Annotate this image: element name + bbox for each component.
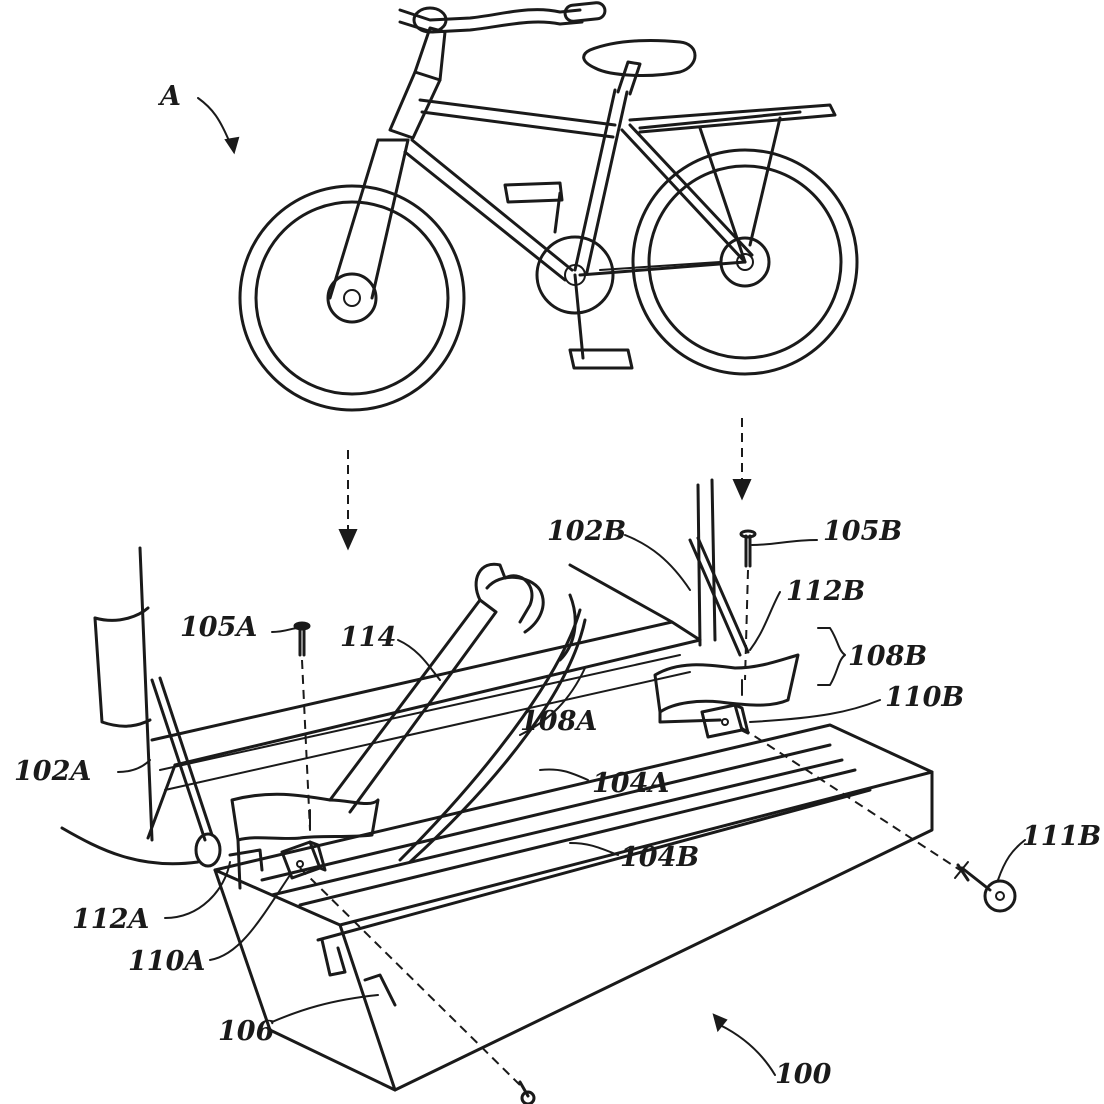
right-wall xyxy=(696,483,702,647)
bicycle xyxy=(238,1,859,412)
label-104A: 104A xyxy=(592,768,669,799)
bracket-110A xyxy=(280,840,327,880)
frame xyxy=(403,88,754,282)
label-110A: 110A xyxy=(128,946,205,977)
label-106: 106 xyxy=(218,1016,275,1047)
rail-104A xyxy=(260,743,832,882)
pin-105B xyxy=(739,529,757,681)
label-112A: 112A xyxy=(72,904,149,935)
drop-arrow-rear xyxy=(732,418,752,501)
label-102A: 102A xyxy=(14,756,91,787)
fork xyxy=(328,138,410,300)
drivetrain xyxy=(503,181,721,370)
saddle xyxy=(582,38,697,96)
rail-104B xyxy=(298,768,857,907)
label-114: 114 xyxy=(340,622,396,653)
rear-rack xyxy=(628,103,837,264)
pin-105A xyxy=(293,621,311,831)
drop-arrow-front xyxy=(338,450,358,551)
label-102B: 102B xyxy=(547,516,626,547)
lock-111A-partial xyxy=(518,1080,536,1104)
leader-lines xyxy=(117,97,1026,1076)
label-100: 100 xyxy=(775,1059,832,1090)
handlebar xyxy=(398,1,607,34)
dash-line-110A xyxy=(299,867,526,1091)
strap-102A xyxy=(60,676,222,868)
wheel-holder-108B xyxy=(653,653,800,724)
label-105A: 105A xyxy=(180,612,257,643)
label-110B: 110B xyxy=(885,682,964,713)
left-wall xyxy=(138,546,154,842)
head-tube xyxy=(388,70,442,140)
label-111B: 111B xyxy=(1022,821,1101,852)
label-112B: 112B xyxy=(786,576,865,607)
bracket-110B xyxy=(700,703,750,739)
base-assembly xyxy=(93,478,934,1092)
lock-111B xyxy=(954,861,1017,913)
label-A: A xyxy=(157,81,181,112)
label-108A: 108A xyxy=(520,706,597,737)
lever-114 xyxy=(328,562,587,864)
wheel-holder-108A xyxy=(228,792,380,890)
dash-line-110B xyxy=(741,727,961,871)
label-104B: 104B xyxy=(620,842,699,873)
label-108B: 108B xyxy=(848,641,927,672)
front-wheel xyxy=(238,184,466,412)
strap-102B xyxy=(688,536,750,657)
label-105B: 105B xyxy=(823,516,902,547)
